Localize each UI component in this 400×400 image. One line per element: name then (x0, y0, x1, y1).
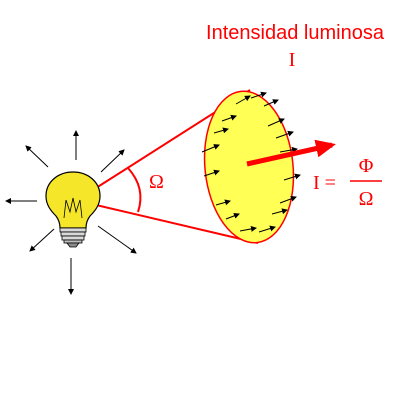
formula-lhs: I = (313, 172, 336, 194)
bulb-rays (5, 130, 137, 295)
illuminated-surface (203, 90, 295, 244)
solid-angle-arc (127, 167, 142, 213)
intensity-arrow (246, 139, 336, 167)
intensity-symbol: I (289, 49, 296, 71)
light-bulb-icon (45, 171, 101, 248)
formula: I = Φ Ω (313, 155, 382, 210)
formula-numerator: Φ (359, 155, 374, 177)
formula-denominator: Ω (359, 188, 374, 210)
cone-lower-line (95, 204, 259, 244)
surface-arrows (201, 91, 301, 233)
title: Intensidad luminosa (206, 22, 385, 44)
solid-angle-label: Ω (149, 171, 164, 193)
